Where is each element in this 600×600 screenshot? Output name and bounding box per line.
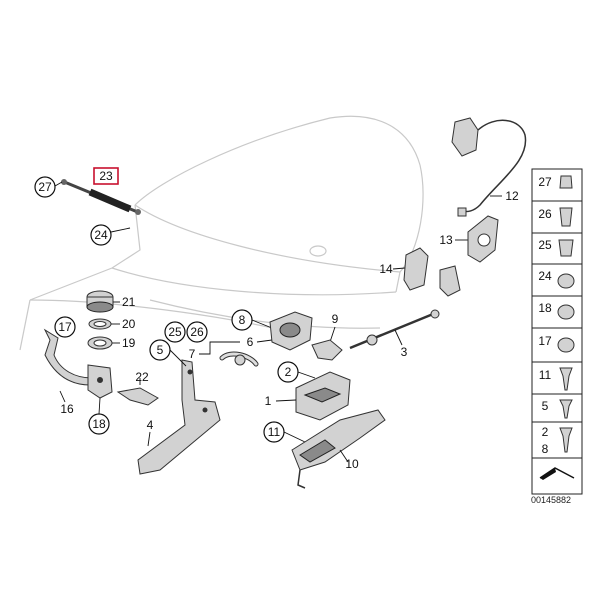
lock-8-part xyxy=(269,311,313,351)
callout-22: 22 xyxy=(135,370,149,384)
callout-3: 3 xyxy=(401,345,408,359)
legend-label-17: 17 xyxy=(538,334,552,348)
callout-16: 16 xyxy=(60,402,74,416)
legend-label-27: 27 xyxy=(538,175,552,189)
legend-label-2: 2 xyxy=(542,425,549,439)
gas-strut-part xyxy=(61,179,141,215)
legend-label-24: 24 xyxy=(538,269,552,283)
callout-10: 10 xyxy=(345,457,359,471)
callout-27: 27 xyxy=(38,180,52,194)
callout-7: 7 xyxy=(189,347,196,361)
callout-5: 5 xyxy=(157,343,164,357)
cable-7-part xyxy=(219,351,259,367)
bracket-9-part xyxy=(311,339,343,361)
callout-9: 9 xyxy=(332,312,339,326)
callout-26: 26 xyxy=(190,325,204,339)
legend-label-26: 26 xyxy=(538,207,552,221)
latch-10-part xyxy=(291,409,386,489)
callout-24: 24 xyxy=(94,228,108,242)
callout-17: 17 xyxy=(58,320,72,334)
legend-label-18: 18 xyxy=(538,301,552,315)
actuator-1-part xyxy=(295,371,351,421)
callout-18: 18 xyxy=(92,417,106,431)
callout-11: 11 xyxy=(268,425,281,439)
legend-label-8: 8 xyxy=(542,442,549,456)
trunk-lid-outline xyxy=(19,115,424,351)
callout-25: 25 xyxy=(168,325,182,339)
callout-19: 19 xyxy=(122,336,136,350)
callout-6: 6 xyxy=(247,335,254,349)
legend-label-11: 11 xyxy=(539,368,552,382)
reference-number: 00145882 xyxy=(531,495,571,505)
callout-20: 20 xyxy=(122,317,136,331)
fastener-legend: 27 26 25 24 18 17 11 5 2 8 xyxy=(531,168,583,495)
bump-stop-parts xyxy=(86,290,114,350)
hinge-arm-part xyxy=(43,328,113,399)
callout-23-highlight-box xyxy=(93,167,119,185)
rod-3-part xyxy=(349,309,440,350)
handle-13-part xyxy=(467,215,499,263)
callout-21: 21 xyxy=(122,295,136,309)
callout-12: 12 xyxy=(505,189,519,203)
callout-8: 8 xyxy=(239,313,246,327)
hinge-4-part xyxy=(137,359,221,475)
clip-22-part xyxy=(116,387,159,406)
callout-23: 23 xyxy=(99,169,113,183)
callout-2: 2 xyxy=(285,365,292,379)
callout-4: 4 xyxy=(147,418,154,432)
callout-13: 13 xyxy=(439,233,453,247)
switch-12-part xyxy=(451,117,527,217)
bracket-14-part xyxy=(403,247,429,291)
callout-14: 14 xyxy=(379,262,393,276)
callout-1: 1 xyxy=(265,394,272,408)
legend-label-5: 5 xyxy=(542,399,549,413)
striker-part xyxy=(439,265,461,297)
legend-label-25: 25 xyxy=(538,238,552,252)
